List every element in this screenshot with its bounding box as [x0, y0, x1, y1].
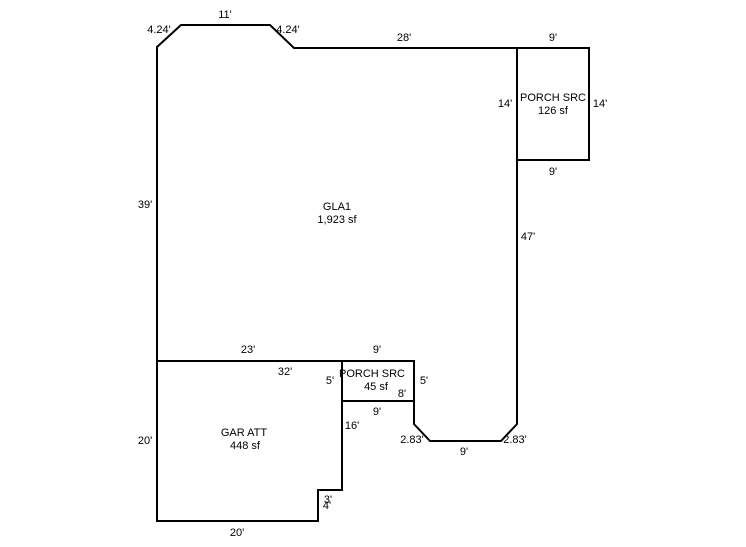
dim-garage-right: 16'	[345, 420, 359, 432]
porch-upper-name-label: PORCH SRC	[520, 92, 586, 104]
porch-upper-outline	[516, 47, 590, 161]
dim-garage-left: 20'	[138, 435, 152, 447]
garage-area-label: 448 sf	[230, 440, 261, 452]
dim-left-wall: 39'	[138, 199, 152, 211]
dim-porch-lower-right: 5'	[420, 375, 428, 387]
dim-notch-vertical: 3'	[324, 494, 332, 506]
dim-notch-horizontal: 4'	[323, 500, 331, 512]
garage-name-label: GAR ATT	[221, 427, 268, 439]
dim-porch-upper-top: 9'	[549, 32, 557, 44]
dim-top-right-run: 28'	[397, 32, 411, 44]
dim-porch-upper-bottom: 9'	[549, 166, 557, 178]
porch-lower-area-label: 45 sf	[364, 381, 389, 393]
dim-right-wall: 47'	[521, 231, 535, 243]
dim-gla-bottom-left: 23'	[241, 344, 255, 356]
dim-bottom-right-angle: 2.83'	[503, 434, 527, 446]
porch-lower-name-label: PORCH SRC	[339, 368, 405, 380]
dim-bottom: 9'	[460, 446, 468, 458]
gla-name-label: GLA1	[323, 201, 351, 213]
dim-garage-bottom: 20'	[230, 527, 244, 539]
porch-upper-area-label: 126 sf	[538, 105, 569, 117]
dim-porch-lower-bottom: 9'	[373, 406, 381, 418]
dim-porch-lower-top: 9'	[373, 344, 381, 356]
garage-outline	[156, 360, 343, 522]
dim-bottom-left-angle: 2.83'	[400, 434, 424, 446]
gla-area-label: 1,923 sf	[317, 214, 357, 226]
dim-top-left-angle: 4.24'	[147, 24, 171, 36]
gla-outline	[156, 24, 518, 442]
dim-top: 11'	[218, 9, 232, 21]
dim-top-right-angle: 4.24'	[276, 24, 300, 36]
dim-porch-lower-left: 5'	[326, 375, 334, 387]
dim-porch-upper-left: 14'	[498, 98, 512, 110]
dim-garage-top: 32'	[278, 366, 292, 378]
dim-porch-lower-bottom-inner: 8'	[398, 388, 406, 400]
dim-porch-upper-right: 14'	[593, 98, 607, 110]
